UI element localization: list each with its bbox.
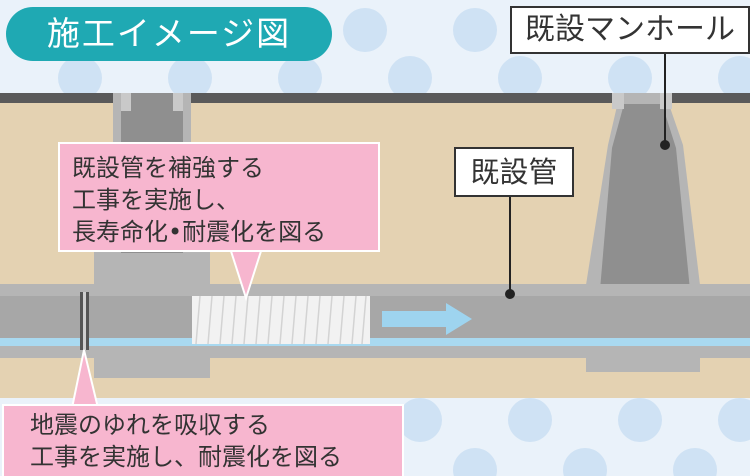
reinforcement-liner: [192, 295, 370, 345]
seismic-joint: [80, 292, 89, 350]
flow-arrow-icon: [382, 303, 472, 335]
callout-line: 長寿命化•耐震化を図る: [72, 218, 327, 246]
reinforcement-callout: 既設管を補強する 工事を実施し、 長寿命化•耐震化を図る: [58, 142, 380, 252]
seismic-callout: 地震のゆれを吸収する 工事を実施し、耐震化を図る: [2, 404, 404, 476]
callout-line: 工事を実施し、耐震化を図る: [30, 443, 342, 471]
water-line: [0, 338, 750, 346]
leader-lines: [505, 48, 670, 299]
dot-pattern: [58, 8, 750, 476]
existing-pipe-label: 既設管: [454, 147, 574, 197]
existing-manhole-label: 既設マンホール: [510, 6, 750, 54]
existing-pipe: [0, 296, 750, 342]
callout-line: 地震のゆれを吸収する: [30, 411, 270, 439]
callout-line: 工事を実施し、: [72, 186, 240, 214]
diagram-title: 施工イメージ図: [6, 7, 332, 61]
callout-line: 既設管を補強する: [72, 154, 264, 182]
road-surface: [0, 93, 750, 103]
